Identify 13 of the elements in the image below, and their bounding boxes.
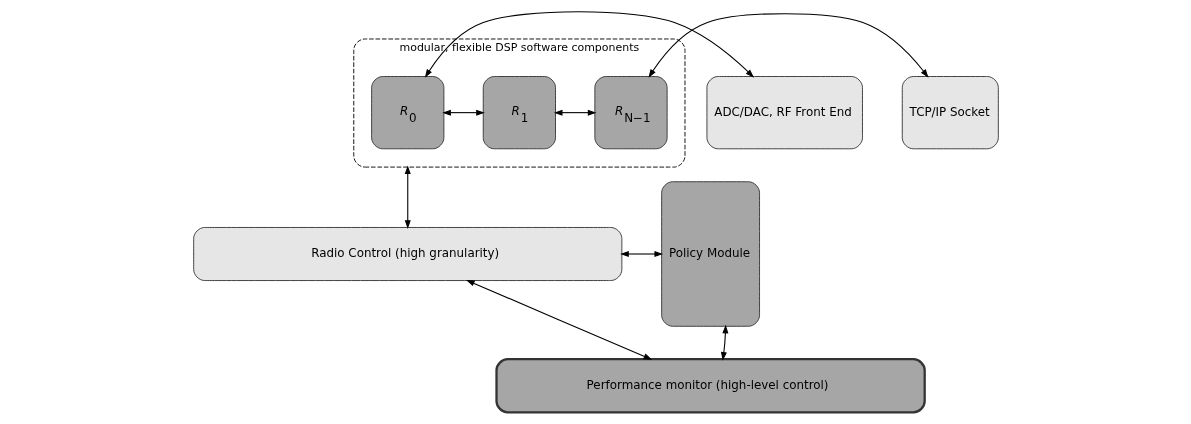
node-box: ADC/DAC, RF Front End xyxy=(706,76,863,150)
node-box: Performance monitor (high-level control) xyxy=(494,358,926,414)
arrow xyxy=(647,13,929,78)
arrow xyxy=(553,109,596,116)
arrow xyxy=(424,11,754,78)
arrow xyxy=(441,109,485,116)
arrow xyxy=(720,324,728,361)
node-box: Policy Module xyxy=(660,181,760,327)
arrow xyxy=(619,251,663,258)
node-box: Radio Control (high granularity) xyxy=(192,227,622,281)
arrow xyxy=(465,279,652,360)
node-box: TCP/IP Socket xyxy=(901,76,999,150)
arrow xyxy=(404,165,411,229)
